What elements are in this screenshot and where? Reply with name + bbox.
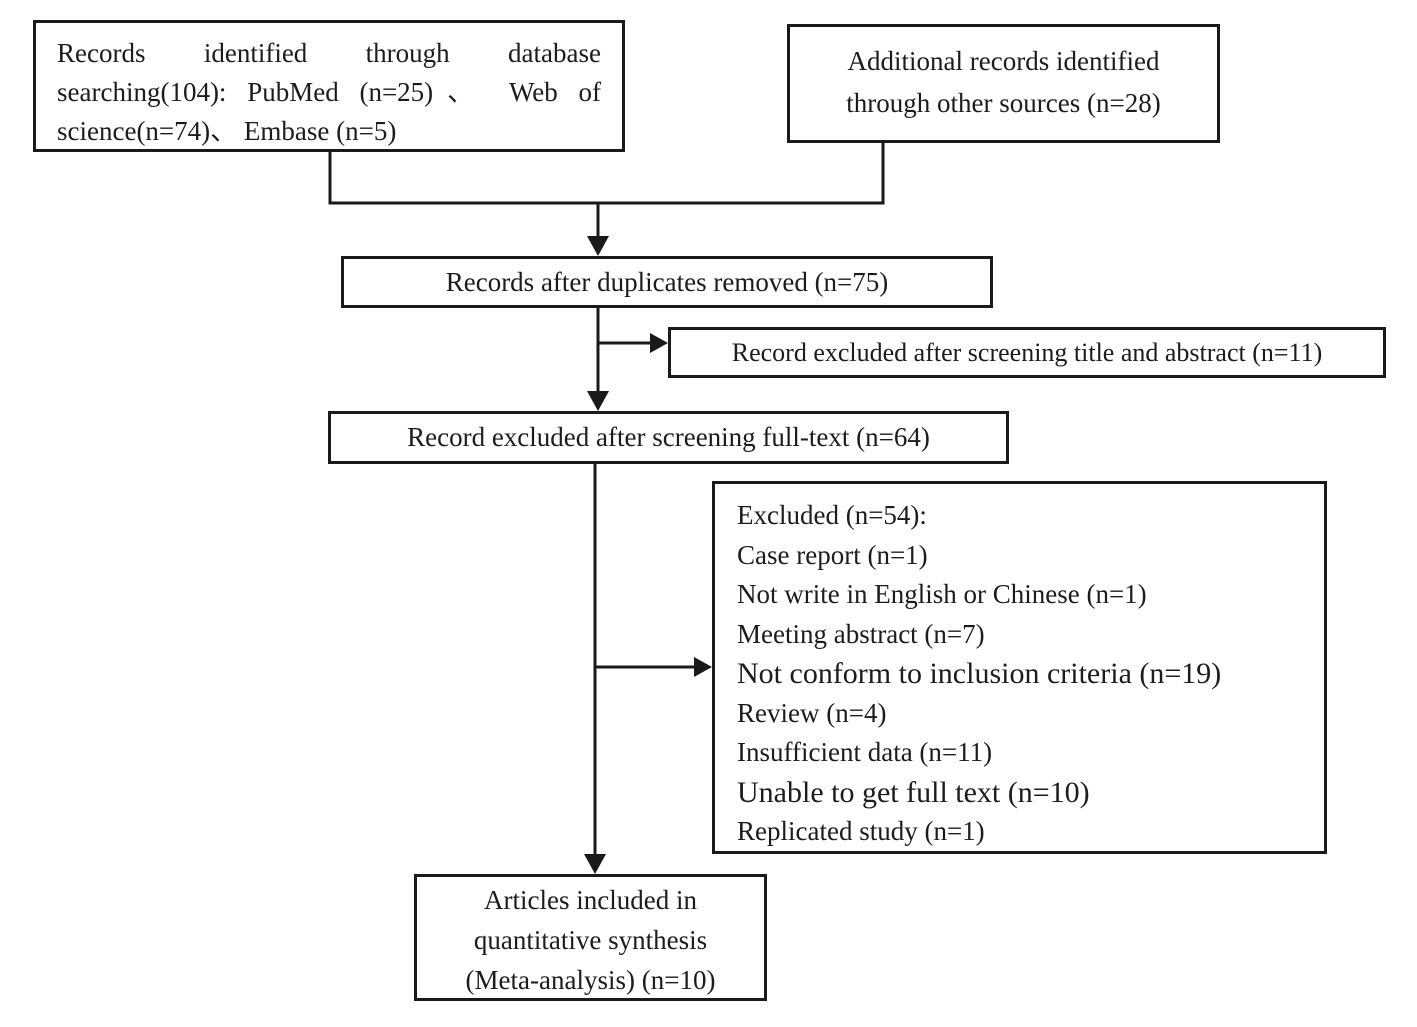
arrow-right-icon bbox=[694, 657, 712, 677]
additional-records-line: through other sources (n=28) bbox=[846, 88, 1161, 118]
exclusion-reason-line: Not conform to inclusion criteria (n=19) bbox=[737, 657, 1222, 690]
exclusion-reason-line: Replicated study (n=1) bbox=[737, 816, 985, 846]
articles-included-line: quantitative synthesis bbox=[473, 925, 708, 955]
box-records-after-duplicates: Records after duplicates removed (n=75) bbox=[341, 256, 993, 308]
connector-merge-lines bbox=[328, 143, 885, 238]
box-records-identified: Records identified through database sear… bbox=[33, 20, 625, 152]
records-identified-line: Records identified through database bbox=[57, 38, 601, 68]
arrow-down-icon bbox=[587, 391, 609, 411]
exclusion-reason-line: Meeting abstract (n=7) bbox=[737, 618, 985, 649]
exclusion-reason-line: Unable to get full text (n=10) bbox=[737, 775, 1090, 809]
arrow-right-icon bbox=[650, 333, 668, 353]
box-additional-records: Additional records identified through ot… bbox=[787, 24, 1220, 143]
box-excluded-full-text: Record excluded after screening full-tex… bbox=[328, 411, 1009, 464]
arrow-down-icon bbox=[587, 236, 609, 256]
exclusion-reason-line: Review (n=4) bbox=[737, 697, 887, 728]
articles-included-line: Articles included in bbox=[484, 885, 697, 915]
records-after-duplicates-text: Records after duplicates removed (n=75) bbox=[445, 267, 889, 297]
exclusion-reason-line: Insufficient data (n=11) bbox=[737, 737, 993, 767]
excluded-full-text-text: Record excluded after screening full-tex… bbox=[407, 422, 930, 452]
exclusion-reason-line: Excluded (n=54): bbox=[737, 500, 927, 530]
box-exclusion-reasons: Excluded (n=54): Case report (n=1) Not w… bbox=[712, 481, 1327, 854]
records-identified-line: science(n=74)、 Embase (n=5) bbox=[57, 116, 397, 146]
box-excluded-title-abstract: Record excluded after screening title an… bbox=[668, 327, 1386, 378]
arrow-down-icon bbox=[584, 854, 606, 874]
additional-records-line: Additional records identified bbox=[847, 46, 1160, 76]
box-articles-included: Articles included in quantitative synthe… bbox=[414, 874, 767, 1001]
excluded-title-abstract-text: Record excluded after screening title an… bbox=[731, 338, 1323, 367]
exclusion-reason-line: Not write in English or Chinese (n=1) bbox=[737, 579, 1147, 609]
exclusion-reason-line: Case report (n=1) bbox=[737, 539, 928, 570]
records-identified-line: searching(104): PubMed (n=25)、 Web of bbox=[57, 77, 601, 107]
articles-included-line: (Meta-analysis) (n=10) bbox=[465, 965, 716, 995]
